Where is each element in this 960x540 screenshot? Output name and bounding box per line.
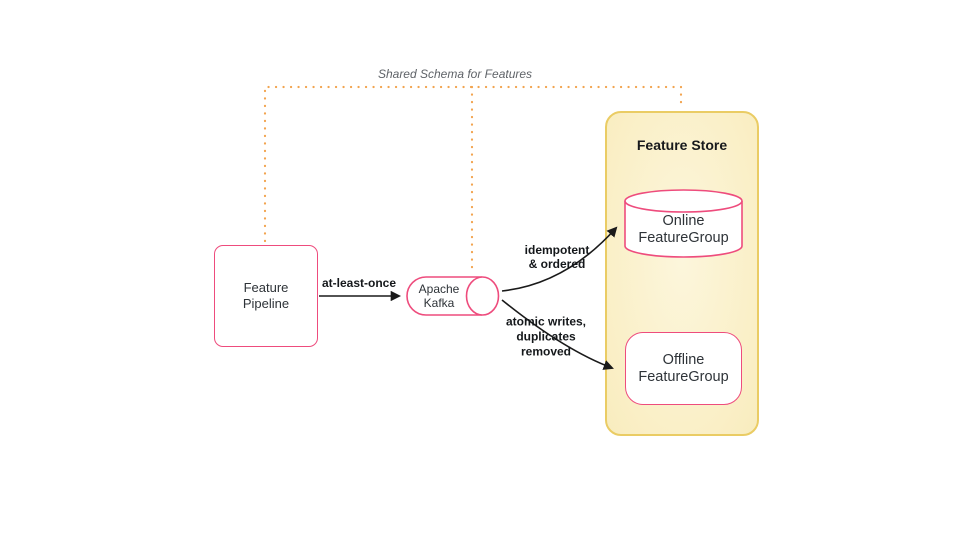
edge-label-atomic-line3: removed (520, 344, 572, 359)
edge-label-atomic-line1: atomic writes, (505, 314, 587, 329)
edge-label-atomic-writes: atomic writes, duplicates removed (506, 315, 586, 360)
online-featuregroup-node: Online FeatureGroup (625, 206, 742, 254)
online-featuregroup-label-line1: Online (662, 213, 705, 229)
kafka-node-label: Apache Kafka (407, 280, 471, 312)
edge-label-idempotent-line2: & ordered (528, 257, 586, 271)
kafka-label-line1: Apache (418, 282, 460, 296)
online-featuregroup-label-line2: FeatureGroup (638, 230, 729, 246)
shared-schema-note: Shared Schema for Features (377, 67, 533, 81)
offline-featuregroup-node: Offline FeatureGroup (625, 332, 742, 405)
feature-pipeline-label-line1: Feature (243, 280, 289, 295)
edge-label-atomic-line2: duplicates (516, 329, 576, 344)
offline-featuregroup-label-line2: FeatureGroup (638, 368, 729, 385)
feature-store-title: Feature Store (636, 137, 728, 153)
feature-pipeline-node: Feature Pipeline (214, 245, 318, 347)
offline-featuregroup-label-line1: Offline (662, 351, 705, 368)
kafka-label-line2: Kafka (423, 296, 455, 310)
edge-label-idempotent-line1: idempotent (524, 243, 590, 257)
feature-pipeline-label-line2: Pipeline (242, 296, 290, 311)
edge-label-idempotent-ordered: idempotent & ordered (525, 243, 590, 271)
edge-label-at-least-once: at-least-once (321, 276, 397, 290)
